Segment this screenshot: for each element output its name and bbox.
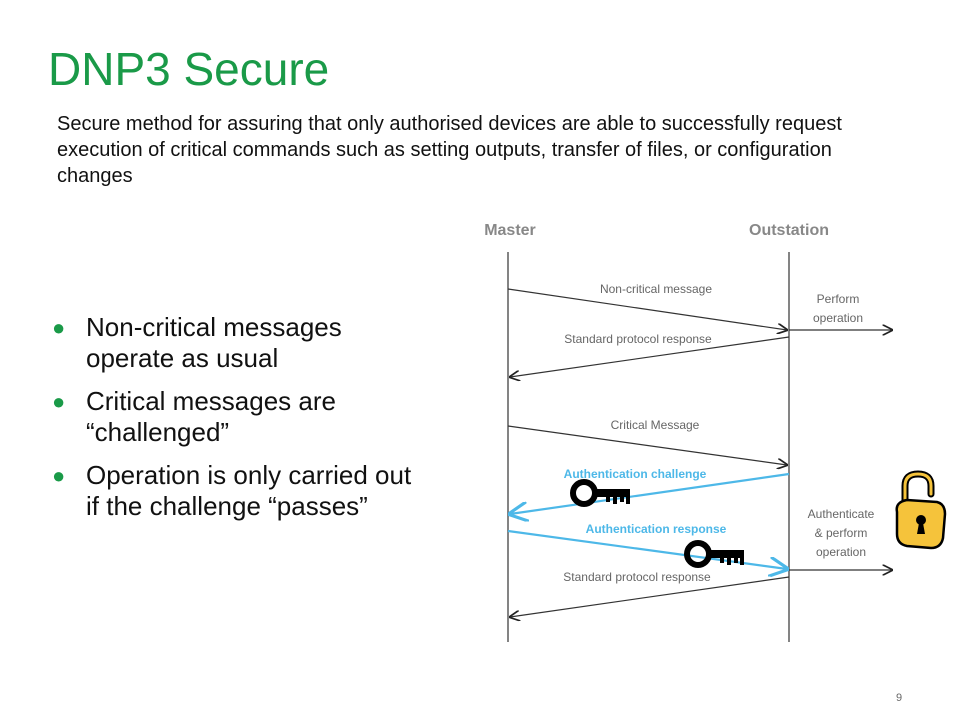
standard-response-label-1: Standard protocol response [564,332,712,346]
bullet-dot-icon: ● [52,389,66,414]
slide-subtitle: Secure method for assuring that only aut… [57,113,842,187]
auth-perform-label-2: & perform [815,526,868,540]
bullet-item: ● Critical messages are “challenged” [52,386,412,448]
slide-title: DNP3 Secure [48,43,330,95]
master-label: Master [484,222,536,239]
critical-message-label: Critical Message [611,418,700,432]
bullet-item: ● Non-critical messages operate as usual [52,312,412,374]
page-number: 9 [896,692,903,704]
padlock-icon [895,470,947,550]
auth-response-label: Authentication response [586,522,727,536]
auth-challenge-arrow [510,472,790,514]
auth-response-arrow [507,529,787,569]
bullet-item: ● Operation is only carried out if the ch… [52,460,412,522]
key-icon [684,540,744,568]
non-critical-arrow [507,288,787,330]
bullet-dot-icon: ● [52,315,66,340]
auth-perform-label-3: operation [816,545,866,559]
bullet-dot-icon: ● [52,463,66,488]
outstation-label: Outstation [749,222,829,239]
key-icon [570,479,630,507]
standard-response-arrow-1 [510,336,790,377]
bullet-list: ●Non-critical messages operate as usual … [52,312,412,534]
standard-response-label-2: Standard protocol response [563,570,711,584]
standard-response-arrow-2 [510,576,790,617]
bullet-text: Critical messages are “challenged” [86,386,336,447]
auth-perform-label-1: Authenticate [808,507,875,521]
critical-message-arrow [507,425,787,465]
auth-challenge-label: Authentication challenge [564,467,707,481]
perform-op-label-1: Perform [817,292,860,306]
bullet-text: Operation is only carried out if the cha… [86,460,412,521]
non-critical-label: Non-critical message [600,282,712,296]
perform-op-label-2: operation [813,311,863,325]
bullet-text: Non-critical messages operate as usual [86,312,342,373]
